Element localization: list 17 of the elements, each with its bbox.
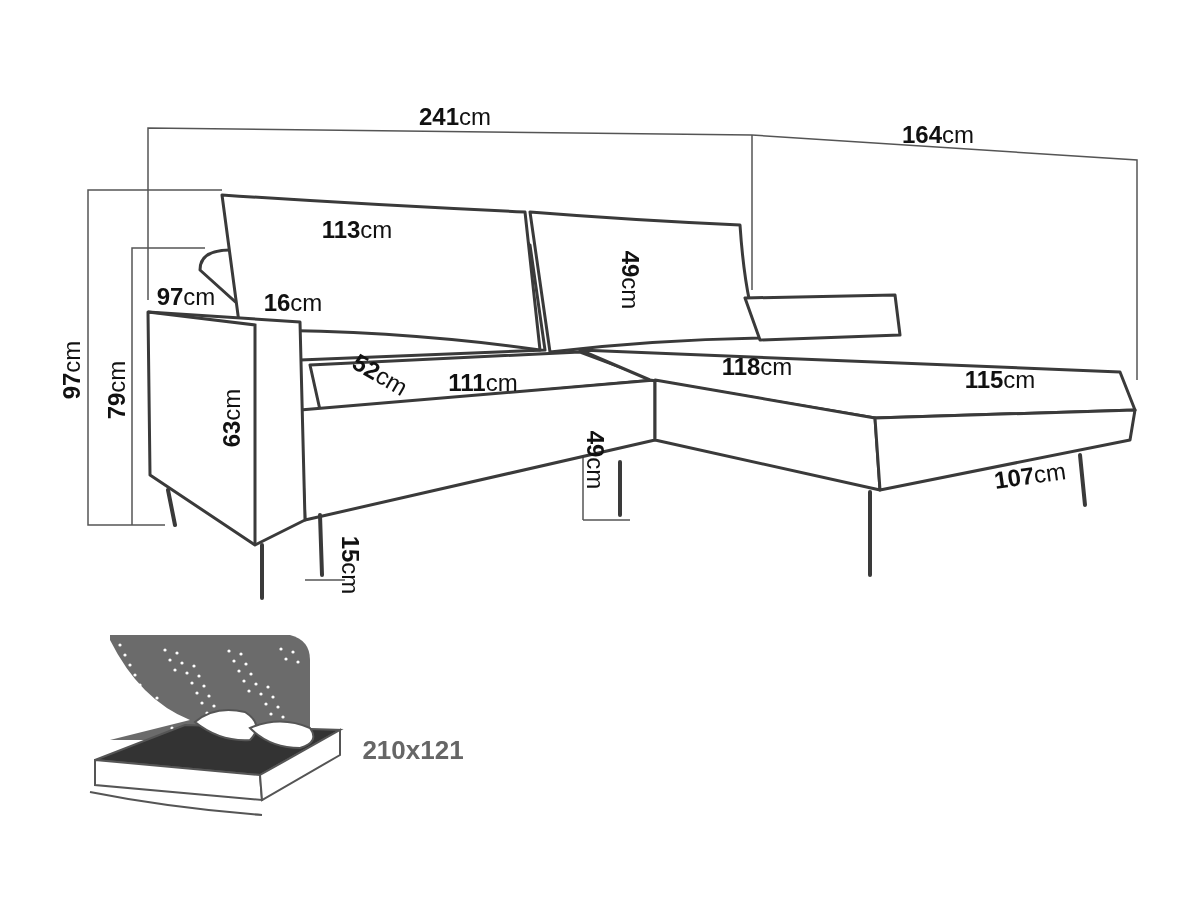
dimension-label: 118cm bbox=[721, 355, 793, 379]
dimension-label: 107cm bbox=[992, 459, 1068, 493]
dimension-label: 164cm bbox=[902, 123, 974, 147]
dimension-label: 52cm bbox=[348, 349, 412, 401]
dimension-label: 113cm bbox=[321, 218, 393, 242]
dimension-label: 210x121 bbox=[362, 733, 464, 767]
dimension-label: 15cm bbox=[338, 535, 362, 595]
dimension-label: 115cm bbox=[964, 368, 1036, 392]
dimension-label: 97cm bbox=[60, 340, 84, 400]
dimension-label: 79cm bbox=[105, 360, 129, 420]
dimension-label: 97cm bbox=[156, 285, 216, 309]
dimension-label: 16cm bbox=[263, 291, 323, 315]
dimension-label: 63cm bbox=[220, 388, 244, 448]
dimension-label: 111cm bbox=[448, 371, 518, 395]
dimension-label: 241cm bbox=[419, 105, 491, 129]
dimension-label: 49cm bbox=[618, 250, 642, 310]
dimension-label: 49cm bbox=[583, 430, 607, 490]
